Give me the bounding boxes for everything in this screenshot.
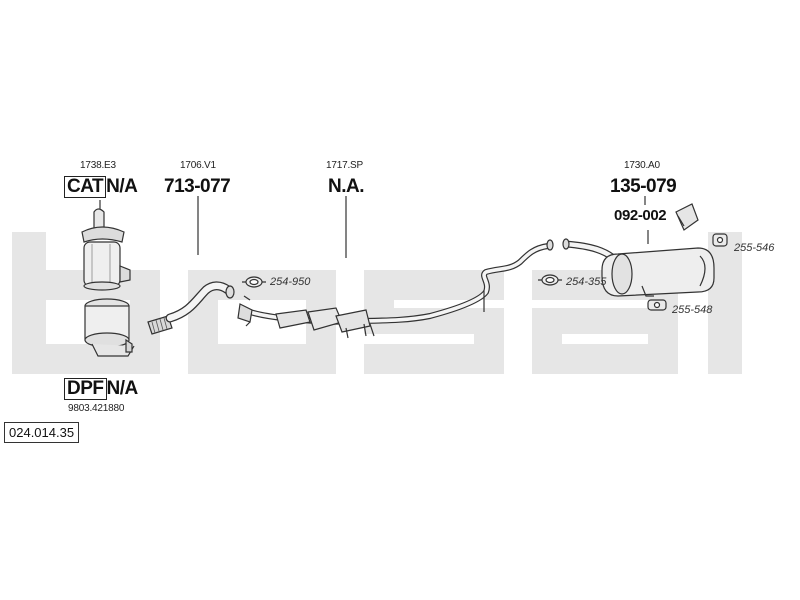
cat-ref-label: 1738.E3 (80, 160, 116, 171)
rear-silencer-part: 135-079 (610, 176, 677, 197)
rear-silencer (562, 238, 715, 297)
gasket-front-label: 254-950 (270, 276, 311, 288)
leader-lines (99, 196, 649, 258)
rubber-mount-2-drawing (647, 299, 667, 311)
rear-silencer-ref: 1730.A0 (624, 160, 660, 171)
rear-bracket-part: 092-002 (614, 207, 667, 224)
rubber-mount-1-label: 255-546 (734, 242, 775, 254)
rubber-mount-2-label: 255-548 (672, 304, 713, 316)
dpf-ref-label: 9803.421880 (68, 403, 125, 414)
middle-pipe-part: N.A. (328, 176, 365, 197)
rubber-mount-1-drawing (712, 233, 728, 247)
diagram-id-label: 024.014.35 (4, 422, 80, 443)
cat-boxed-label: CAT (64, 176, 107, 198)
front-pipe-ref: 1706.V1 (180, 160, 216, 171)
front-pipe (147, 281, 235, 335)
dpf-boxed-label: DPF (64, 378, 107, 400)
dpf-filter (84, 298, 135, 357)
middle-pipe-ref: 1717.SP (326, 160, 363, 171)
gasket-rear-drawing (538, 274, 562, 286)
gasket-front-drawing (242, 276, 266, 288)
catalytic-converter (81, 208, 131, 291)
rear-bracket-drawing (675, 203, 699, 231)
gasket-rear-label: 254-355 (566, 276, 607, 288)
middle-pipe (237, 239, 554, 339)
dpf-value: N/A (106, 378, 139, 399)
front-pipe-part: 713-077 (164, 176, 231, 197)
cat-value: N/A (106, 176, 138, 197)
